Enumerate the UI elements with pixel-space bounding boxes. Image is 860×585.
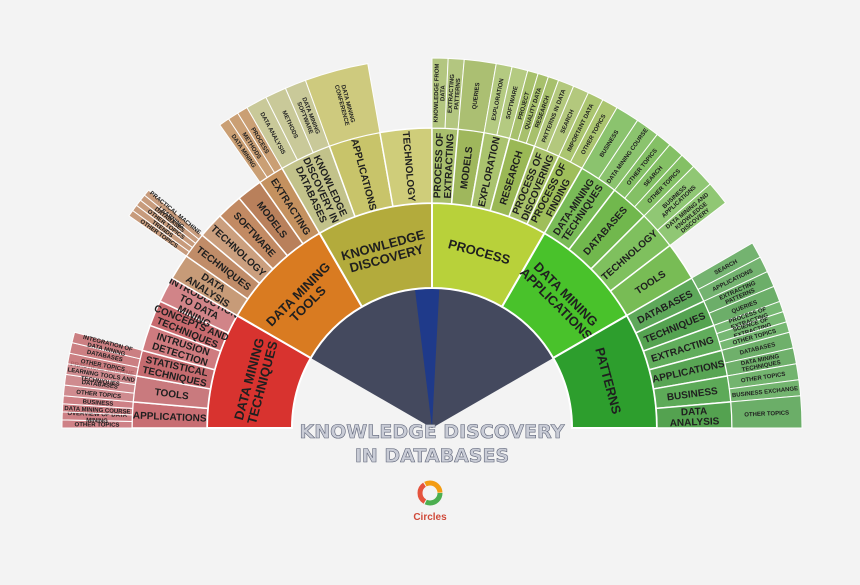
detail-label: OVERVIEW OF DATAMINING (67, 411, 128, 425)
logo-orange-arc-icon (417, 480, 443, 506)
logo-text: Circles (413, 512, 447, 523)
detail-label: OTHER TOPICS (75, 422, 120, 428)
detail-label: DATA MINING COURSE (64, 406, 130, 416)
detail-label: OTHER TOPICS (76, 390, 121, 401)
detail-label: DATABASES (81, 380, 118, 391)
detail-label: KNOWLEDGE FROMDATA (434, 63, 448, 122)
subcategory-label: DATAANALYSIS (669, 406, 720, 430)
center-fan-cutout-right (432, 358, 572, 428)
detail-sector (730, 395, 803, 429)
detail-label: EXTRACTINGPATTERNS (448, 74, 463, 114)
logo-green-arc-icon (417, 480, 443, 506)
center-fan-highlight (414, 288, 440, 428)
subcategory-label: APPLICATIONS (133, 410, 207, 424)
detail-label: BUSINESS (82, 399, 113, 407)
center-title: KNOWLEDGE DISCOVERY IN DATABASES (299, 421, 565, 468)
detail-label: OTHER TOPICS (744, 411, 789, 419)
circles-logo: Circles (413, 480, 447, 523)
detail-sector (304, 63, 381, 147)
center-title-line2: IN DATABASES (355, 445, 509, 467)
center-fan-cutout-left (292, 358, 432, 428)
center-title-line1: KNOWLEDGE DISCOVERY (300, 421, 565, 443)
logo-red-arc-icon (417, 480, 443, 506)
subcategory-label: TOOLS (154, 387, 190, 402)
detail-label: QUERIES (472, 82, 481, 110)
